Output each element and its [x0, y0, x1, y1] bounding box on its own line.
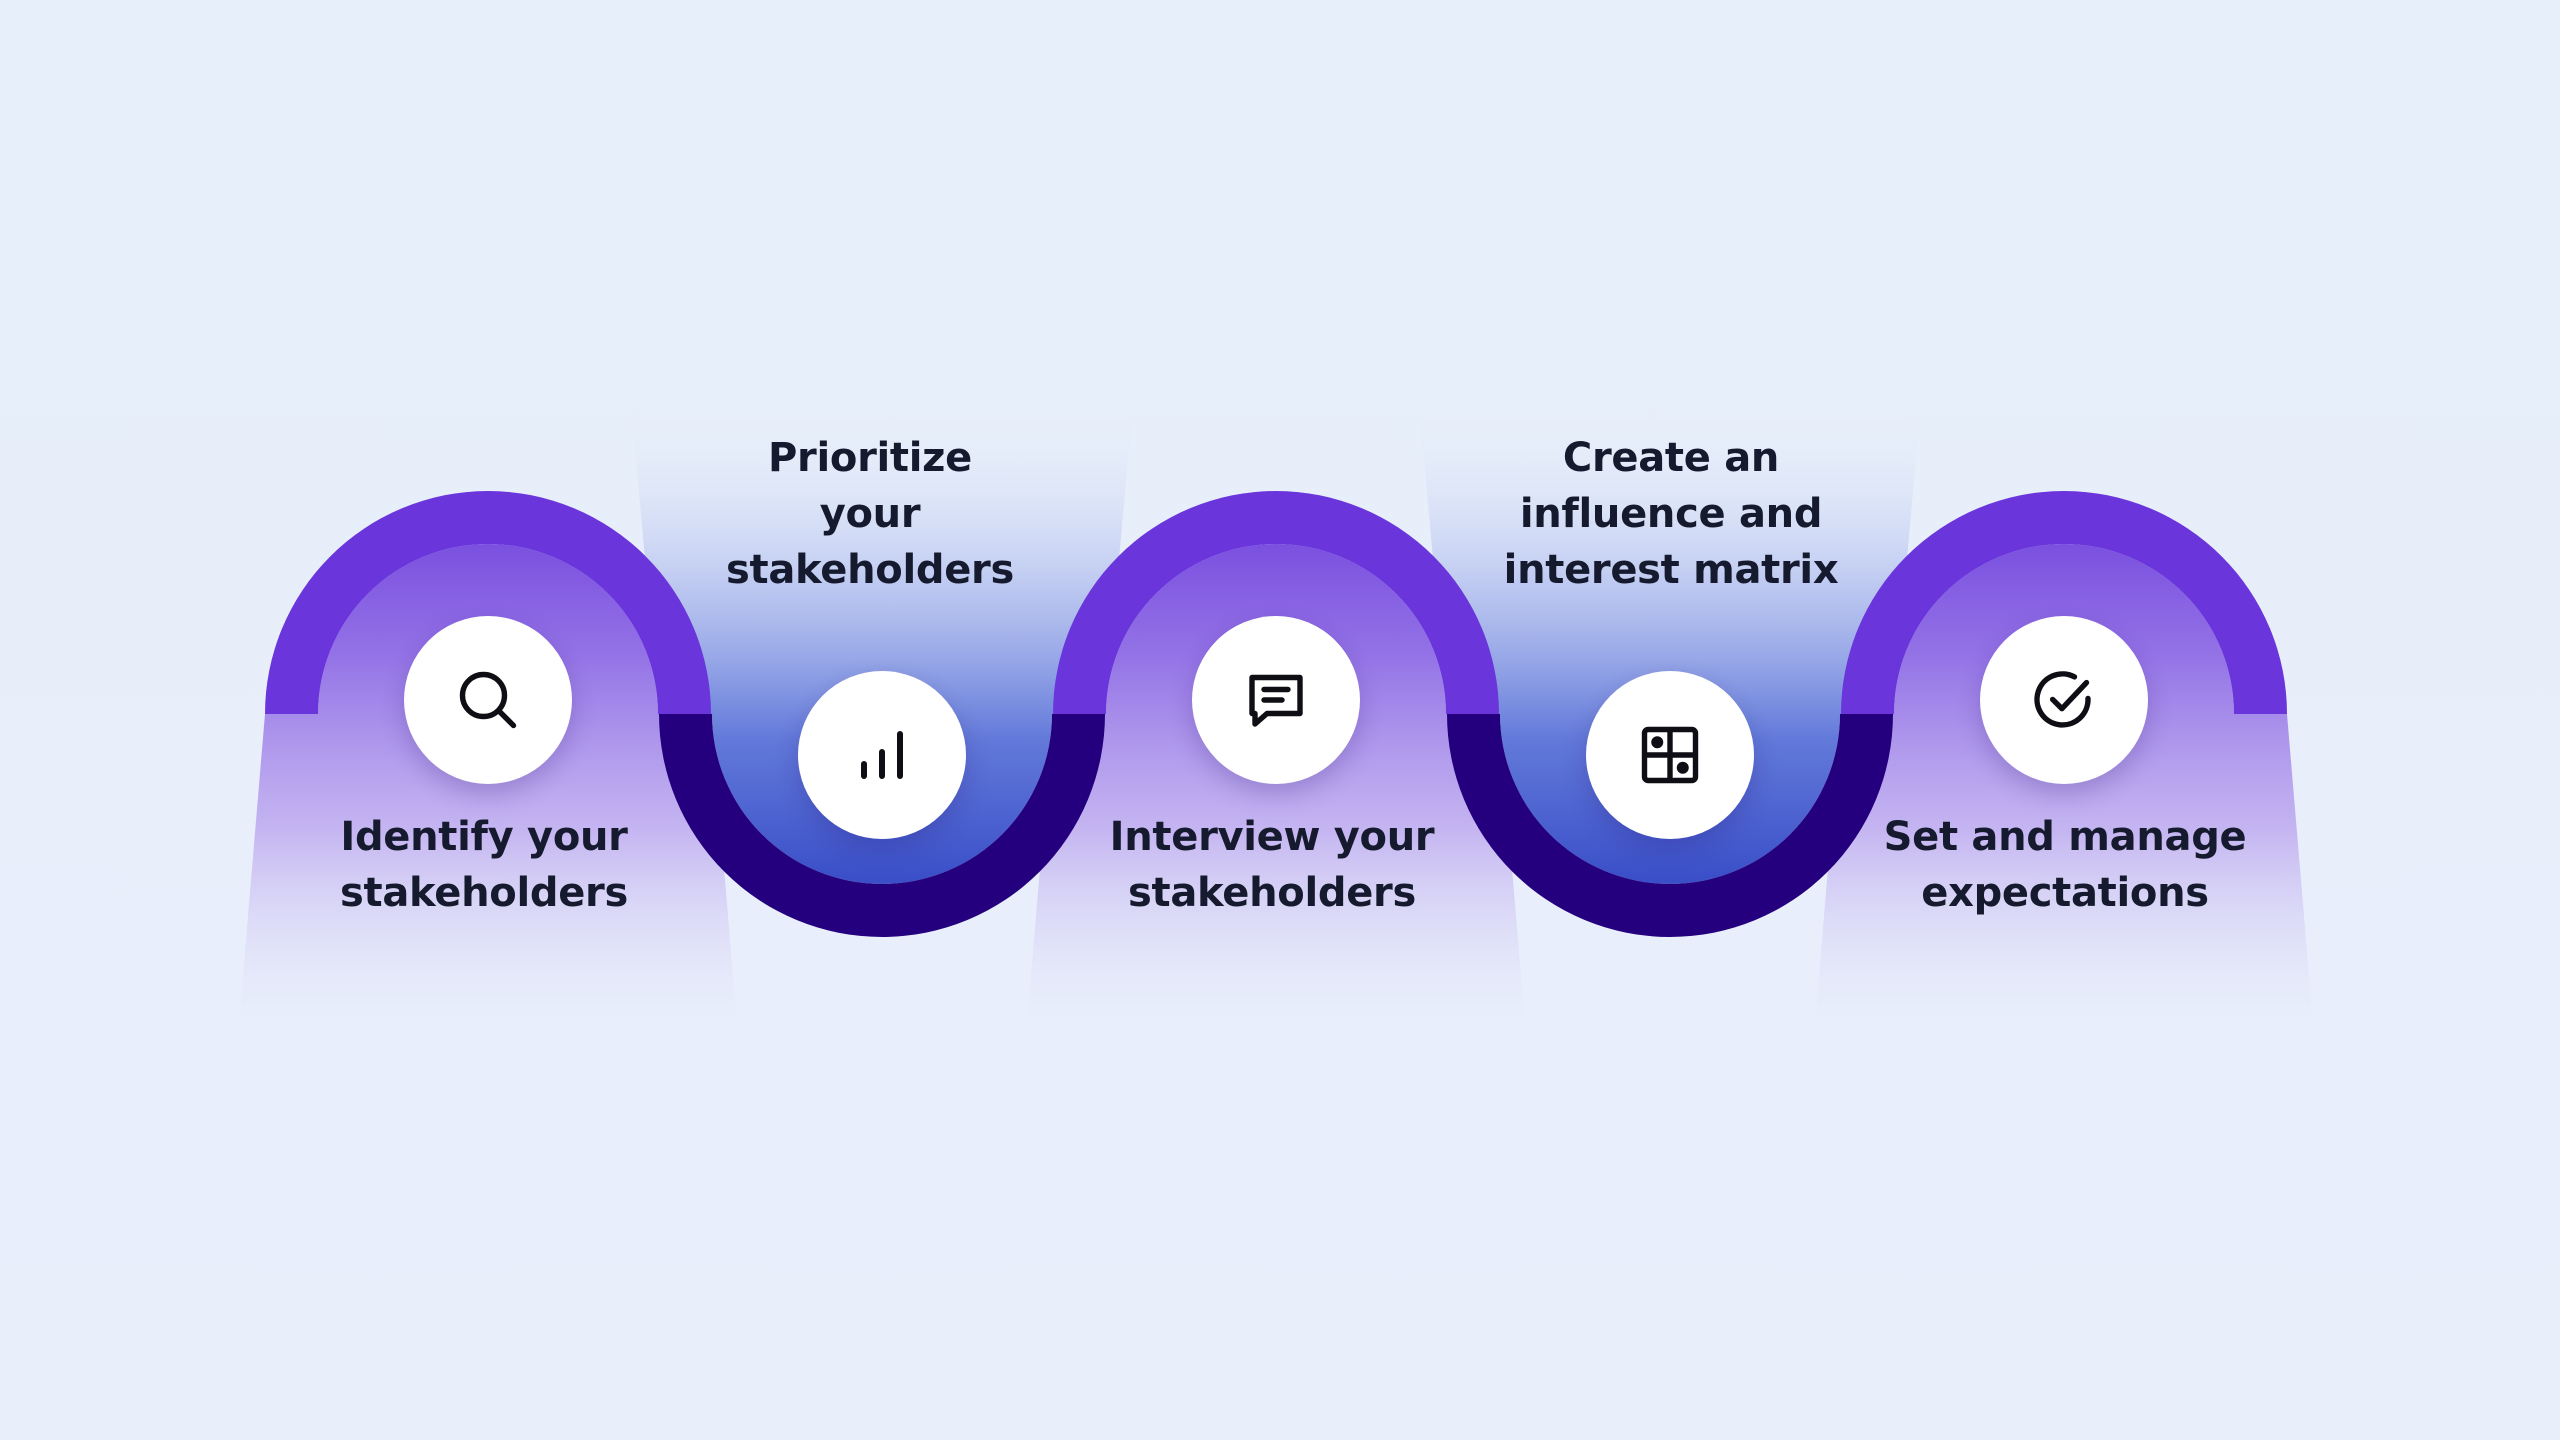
- step-4-label: Create an influence and interest matrix: [1503, 435, 1839, 593]
- step-3-arch: [1053, 491, 1499, 714]
- step-5-label: Set and manage expectations: [1883, 814, 2247, 916]
- step-2-icon-disc: [798, 671, 966, 839]
- step-5-icon-disc: [1980, 616, 2148, 784]
- step-3-icon-disc: [1192, 616, 1360, 784]
- chat-message-icon: [1249, 674, 1303, 727]
- search-icon: [459, 671, 517, 729]
- step-4-beam: [1420, 415, 1920, 714]
- step-1-beam: [238, 714, 738, 1035]
- bar-chart-icon: [861, 731, 903, 779]
- step-1-arch: [265, 491, 711, 714]
- step-5-beam: [1814, 714, 2314, 1035]
- step-2-arch: [659, 714, 1105, 937]
- step-2-beam: [632, 415, 1132, 714]
- step-5-arch: [1841, 491, 2287, 714]
- step-2-label: Prioritize your stakeholders: [726, 435, 1014, 593]
- step-1-icon-disc: [404, 616, 572, 784]
- step-4-icon-disc: [1586, 671, 1754, 839]
- step-3-label: Interview your stakeholders: [1109, 814, 1435, 916]
- matrix-grid-icon: [1641, 726, 1699, 784]
- step-4-arch: [1447, 714, 1893, 937]
- check-circle-icon: [2034, 671, 2091, 728]
- step-3-beam: [1026, 714, 1526, 1035]
- step-1-label: Identify your stakeholders: [340, 814, 628, 916]
